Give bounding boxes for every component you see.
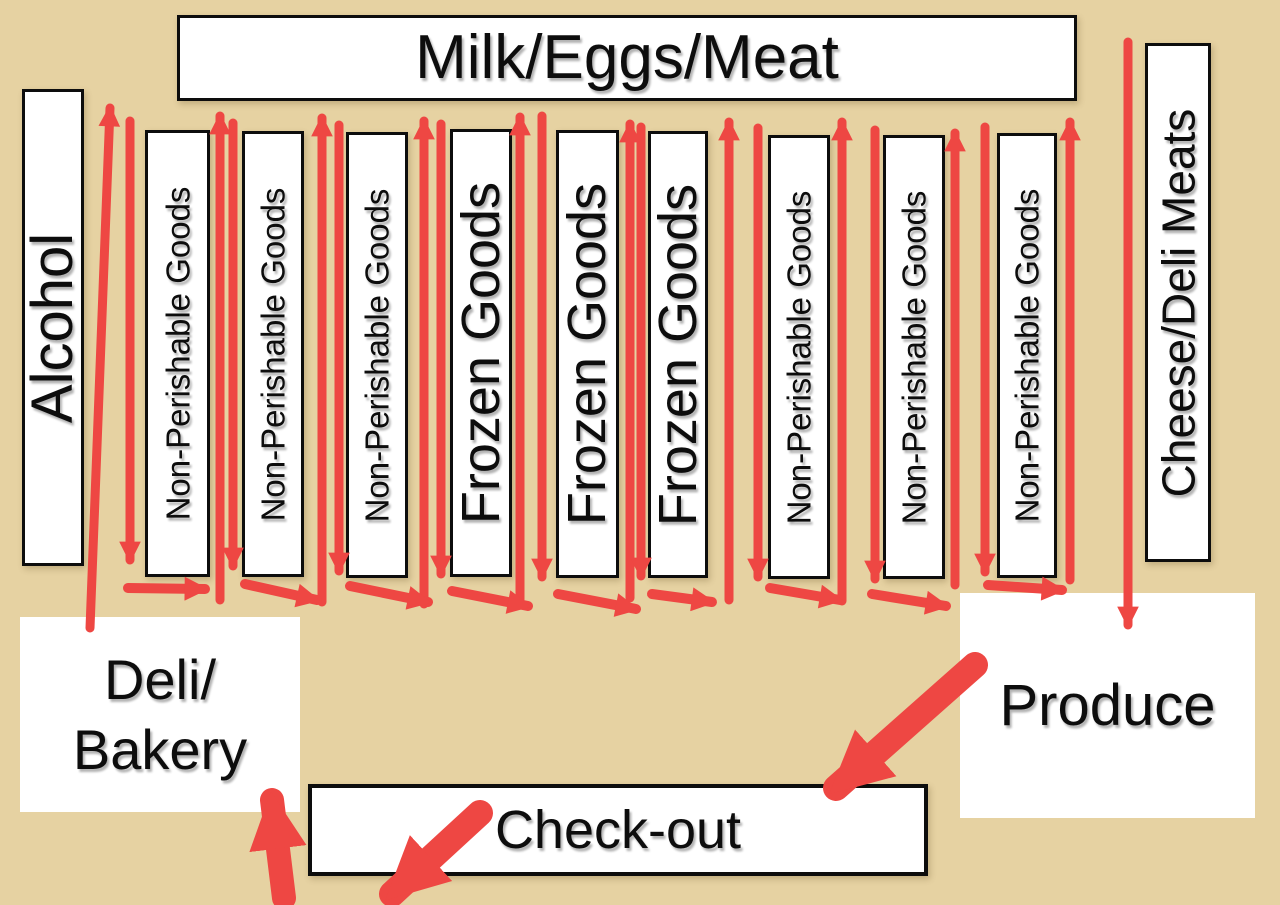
section-alcohol-label: Alcohol — [20, 232, 86, 423]
section-produce-label: Produce — [999, 672, 1216, 738]
route-bottom-2-right — [240, 579, 322, 608]
route-bottom-3-right — [345, 581, 433, 610]
route-bottom-9-to-produce — [983, 576, 1067, 601]
route-deli-to-top-up — [85, 103, 121, 633]
section-alcohol: Alcohol — [20, 89, 86, 566]
aisle-6-frozen: Frozen Goods — [648, 131, 708, 578]
route-produce-to-checkout — [823, 652, 988, 801]
section-checkout: Check-out — [308, 784, 928, 876]
aisle-3-non-perishable: Non-Perishable Goods — [346, 132, 408, 578]
section-deli-bakery: Deli/ Bakery — [20, 617, 300, 812]
section-produce: Produce — [960, 593, 1255, 818]
route-bottom-8-right — [867, 589, 951, 615]
section-checkout-label: Check-out — [494, 800, 742, 860]
section-cheese-deli-meats-label: Cheese/Deli Meats — [1152, 108, 1204, 497]
deli-label-line2: Bakery — [72, 717, 248, 781]
route-bottom-1-right — [123, 576, 210, 601]
route-bottom-6-right — [647, 587, 717, 612]
aisle-1-non-perishable: Non-Perishable Goods — [145, 130, 210, 577]
section-cheese-deli-meats: Cheese/Deli Meats — [1145, 43, 1211, 562]
aisle-4-label: Frozen Goods — [451, 181, 512, 525]
aisle-8-label: Non-Perishable Goods — [895, 190, 933, 524]
aisle-2-non-perishable: Non-Perishable Goods — [242, 131, 304, 577]
aisle-5-frozen: Frozen Goods — [556, 130, 619, 578]
route-bottom-5-right — [553, 589, 641, 617]
route-entrance-up — [249, 788, 307, 905]
section-milk-eggs-meat: Milk/Eggs/Meat — [177, 15, 1077, 101]
section-milk-eggs-meat-label: Milk/Eggs/Meat — [415, 23, 839, 92]
aisle-8-non-perishable: Non-Perishable Goods — [883, 135, 945, 579]
aisle-6-label: Frozen Goods — [648, 183, 709, 526]
aisle-7-label: Non-Perishable Goods — [780, 190, 818, 524]
aisle-4-frozen: Frozen Goods — [450, 129, 512, 577]
aisle-9-non-perishable: Non-Perishable Goods — [997, 133, 1057, 578]
aisle-3-label: Non-Perishable Goods — [358, 188, 396, 522]
aisle-9-label: Non-Perishable Goods — [1008, 188, 1046, 523]
aisle-7-non-perishable: Non-Perishable Goods — [768, 135, 830, 579]
route-bottom-7-right — [765, 583, 845, 609]
section-deli-bakery-label: Deli/ Bakery — [73, 645, 247, 785]
deli-label-line1: Deli/ — [103, 647, 216, 711]
aisle-5-label: Frozen Goods — [557, 182, 618, 526]
aisle-2-label: Non-Perishable Goods — [254, 187, 292, 521]
route-bottom-4-right — [447, 586, 533, 614]
aisle-1-label: Non-Perishable Goods — [159, 186, 197, 521]
